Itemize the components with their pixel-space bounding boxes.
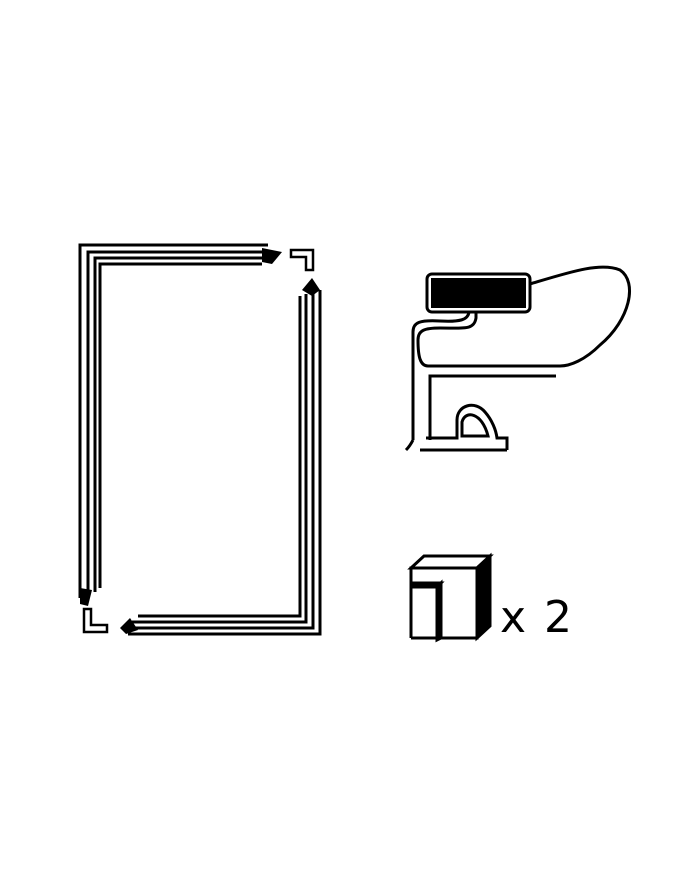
gasket-profile	[404, 265, 631, 452]
corner-piece-top	[289, 248, 315, 272]
corner-quantity-label: x 2	[500, 592, 575, 643]
gasket-strip-bottom-right	[128, 290, 322, 636]
corner-piece-icon	[407, 552, 494, 643]
corner-piece-bottom	[82, 607, 109, 634]
gasket-strip-top-left	[78, 243, 268, 598]
strip-end-markers	[80, 248, 320, 634]
